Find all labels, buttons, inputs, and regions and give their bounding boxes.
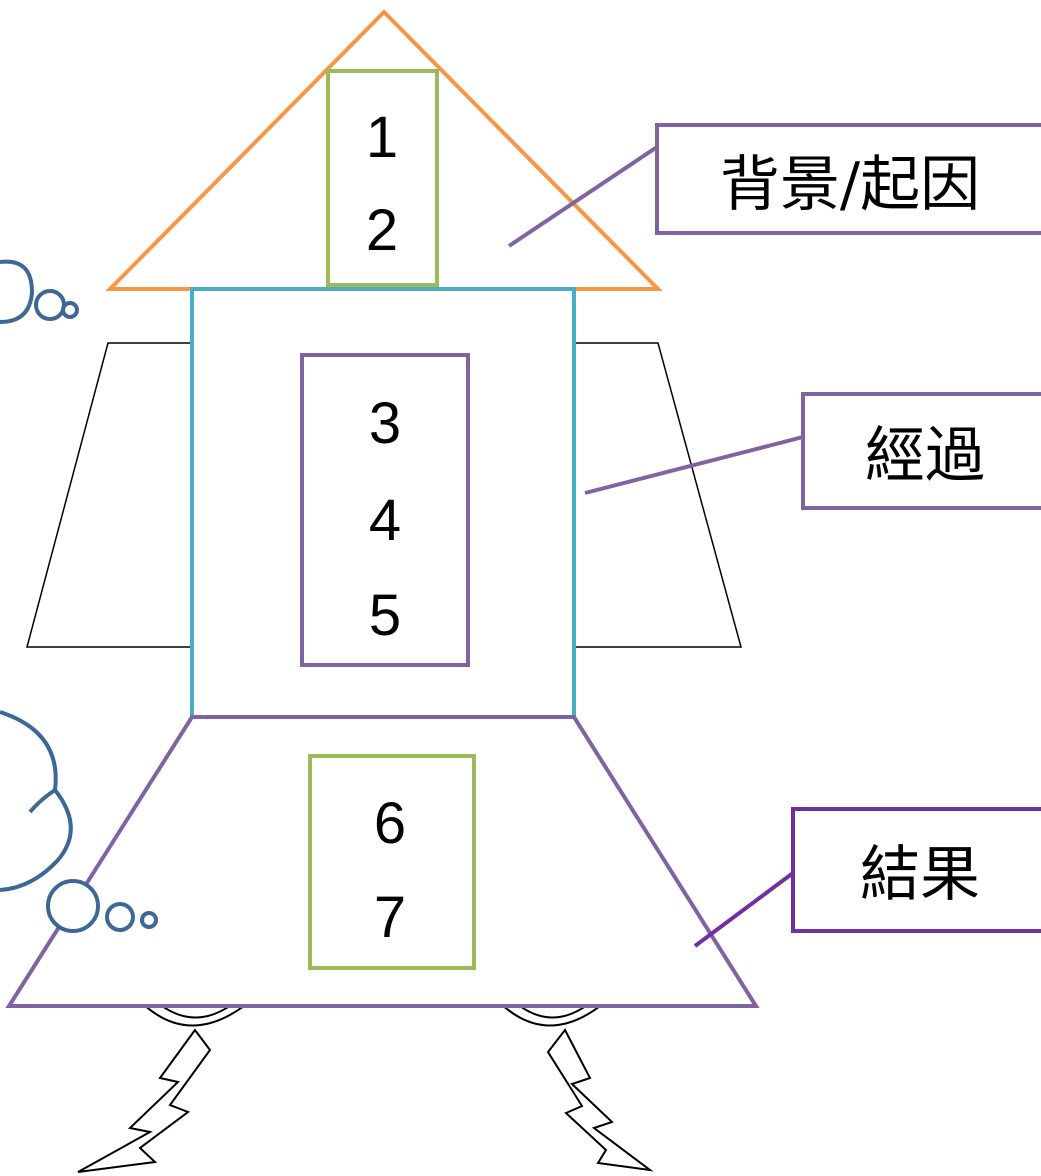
right-fin bbox=[573, 342, 742, 648]
nose-number-box bbox=[326, 69, 439, 287]
lower-cloud-inner-curve bbox=[28, 788, 57, 814]
nose-number-2: 2 bbox=[366, 198, 398, 263]
process-label-box bbox=[801, 392, 1041, 510]
lower-cloud bbox=[0, 710, 73, 892]
body-number-5: 5 bbox=[369, 583, 401, 648]
right-nozzle-inner bbox=[515, 1002, 591, 1019]
base-number-7: 7 bbox=[374, 885, 406, 950]
left-fin bbox=[26, 342, 193, 648]
body-number-3: 3 bbox=[369, 391, 401, 456]
lower-cloud-bubble-medium bbox=[105, 902, 135, 932]
left-nozzle-inner bbox=[157, 1002, 235, 1019]
result-connector bbox=[693, 871, 795, 948]
process-connector bbox=[584, 435, 804, 495]
upper-cloud-bubble-small bbox=[61, 301, 79, 319]
lower-cloud-bubble-small bbox=[140, 911, 158, 929]
process-label: 經過 bbox=[865, 421, 985, 491]
nose-number-1: 1 bbox=[366, 105, 398, 170]
right-nozzle bbox=[499, 1002, 605, 1027]
base-number-box bbox=[308, 754, 476, 970]
background-label-box bbox=[655, 123, 1041, 235]
background-connector bbox=[507, 145, 659, 248]
base-number-6: 6 bbox=[374, 791, 406, 856]
result-label-box bbox=[791, 807, 1041, 933]
lower-cloud-bubble-large bbox=[46, 879, 100, 933]
upper-cloud-bubble-medium bbox=[34, 289, 66, 321]
body-number-box bbox=[300, 353, 470, 667]
result-label: 結果 bbox=[860, 840, 980, 910]
upper-cloud bbox=[0, 259, 35, 324]
left-nozzle bbox=[141, 1002, 249, 1027]
background-label: 背景/起因 bbox=[720, 150, 980, 220]
left-flame bbox=[77, 1028, 212, 1173]
body-number-4: 4 bbox=[369, 488, 401, 553]
right-flame bbox=[546, 1028, 654, 1172]
